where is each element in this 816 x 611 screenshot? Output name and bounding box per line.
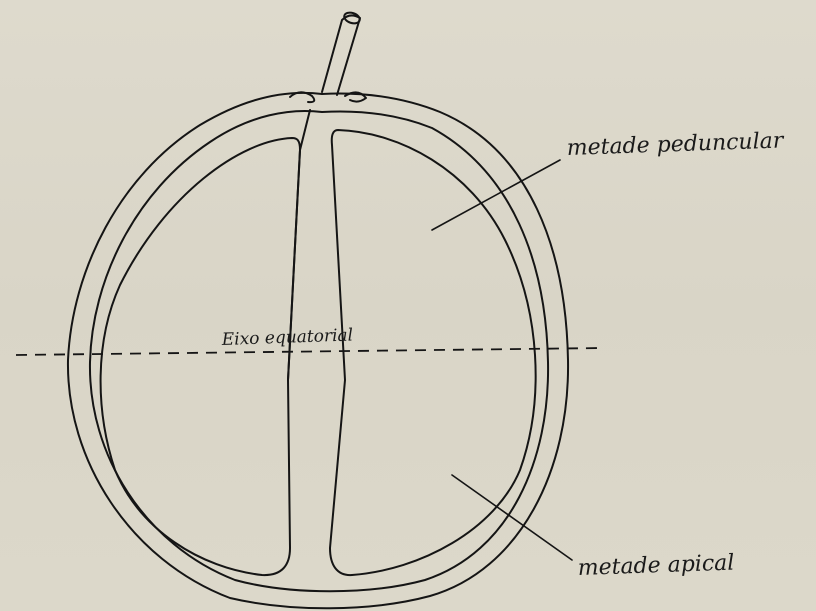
peduncular-half-label: metade peduncular bbox=[566, 128, 785, 161]
equatorial-axis-label: Eixo equatorial bbox=[220, 325, 353, 350]
stem bbox=[322, 15, 360, 95]
inner-skin bbox=[90, 111, 548, 591]
apical-half-label: metade apical bbox=[577, 551, 734, 581]
left-locule bbox=[101, 138, 300, 575]
stem-tip bbox=[343, 11, 361, 25]
outer-skin bbox=[68, 93, 568, 608]
equatorial-axis-line bbox=[16, 348, 604, 355]
